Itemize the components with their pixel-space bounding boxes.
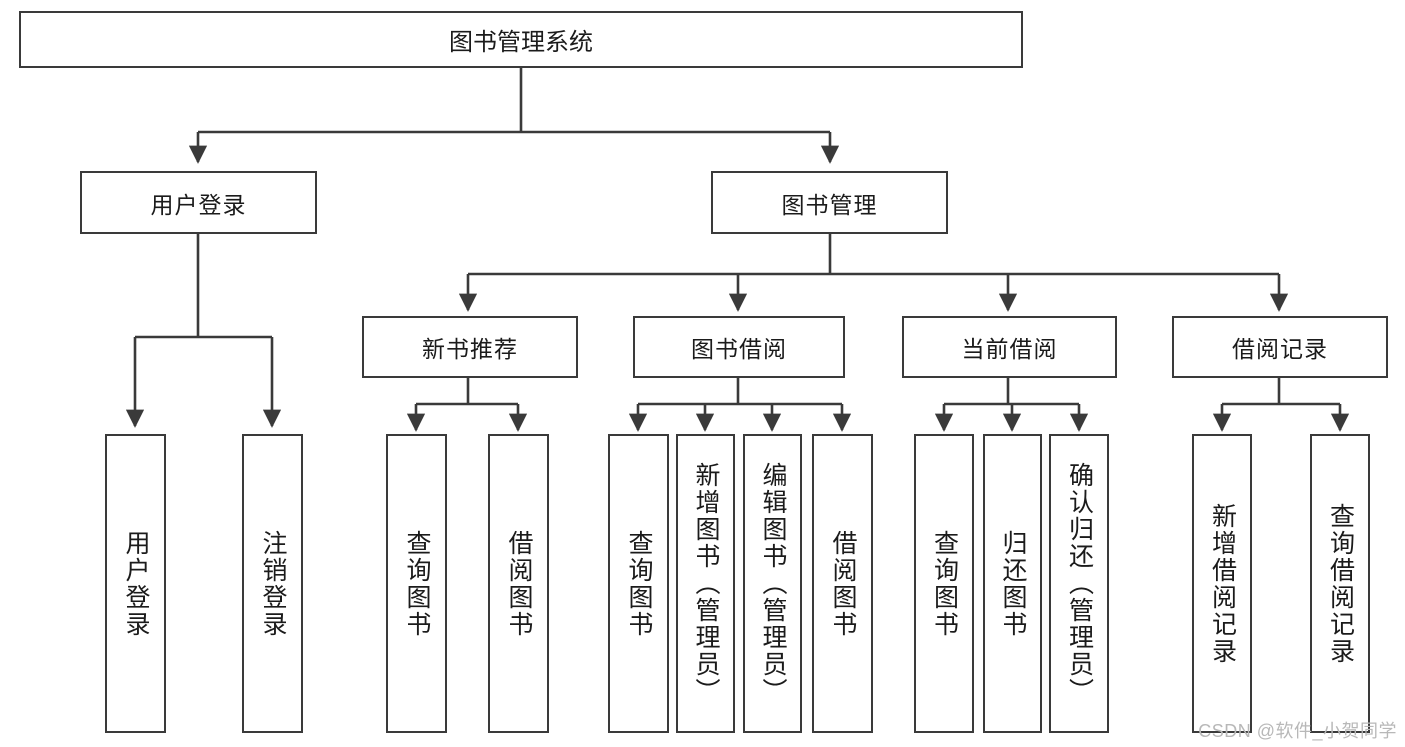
leaf-label: 归还图书 bbox=[999, 529, 1027, 638]
leaf-user-login-signout[interactable]: 注销登录 bbox=[242, 434, 303, 733]
node-current-borrow[interactable]: 当前借阅 bbox=[902, 316, 1117, 378]
leaf-label: 查询图书 bbox=[625, 529, 653, 638]
leaf-borrow-borrow-book[interactable]: 借阅图书 bbox=[812, 434, 873, 733]
leaf-recommend-query-book[interactable]: 查询图书 bbox=[386, 434, 447, 733]
node-book-borrow[interactable]: 图书借阅 bbox=[633, 316, 845, 378]
leaf-label: 查询图书 bbox=[403, 529, 431, 638]
leaf-recommend-borrow-book[interactable]: 借阅图书 bbox=[488, 434, 549, 733]
leaf-label: 确认归还（管理员） bbox=[1065, 462, 1094, 705]
leaf-label: 借阅图书 bbox=[505, 529, 533, 638]
leaf-label: 新增图书（管理员） bbox=[692, 462, 720, 705]
leaf-label: 新增借阅记录 bbox=[1208, 502, 1237, 665]
leaf-label: 查询借阅记录 bbox=[1326, 502, 1355, 665]
node-user-login[interactable]: 用户登录 bbox=[80, 171, 317, 234]
leaf-current-query-book[interactable]: 查询图书 bbox=[914, 434, 974, 733]
leaf-label: 编辑图书（管理员） bbox=[759, 462, 787, 705]
node-root-system[interactable]: 图书管理系统 bbox=[19, 11, 1023, 68]
node-borrow-record[interactable]: 借阅记录 bbox=[1172, 316, 1388, 378]
leaf-user-login-signin[interactable]: 用户登录 bbox=[105, 434, 166, 733]
leaf-label: 用户登录 bbox=[122, 529, 150, 638]
leaf-borrow-query-book[interactable]: 查询图书 bbox=[608, 434, 669, 733]
leaf-label: 注销登录 bbox=[259, 529, 287, 638]
leaf-label: 借阅图书 bbox=[829, 529, 857, 638]
leaf-borrow-edit-book-admin[interactable]: 编辑图书（管理员） bbox=[743, 434, 802, 733]
leaf-current-return-book[interactable]: 归还图书 bbox=[983, 434, 1042, 733]
leaf-borrow-add-book-admin[interactable]: 新增图书（管理员） bbox=[676, 434, 735, 733]
leaf-label: 查询图书 bbox=[930, 529, 959, 638]
node-new-book-recommend[interactable]: 新书推荐 bbox=[362, 316, 578, 378]
node-book-management[interactable]: 图书管理 bbox=[711, 171, 948, 234]
leaf-current-confirm-return-admin[interactable]: 确认归还（管理员） bbox=[1049, 434, 1109, 733]
leaf-record-query-record[interactable]: 查询借阅记录 bbox=[1310, 434, 1370, 733]
leaf-record-add-record[interactable]: 新增借阅记录 bbox=[1192, 434, 1252, 733]
